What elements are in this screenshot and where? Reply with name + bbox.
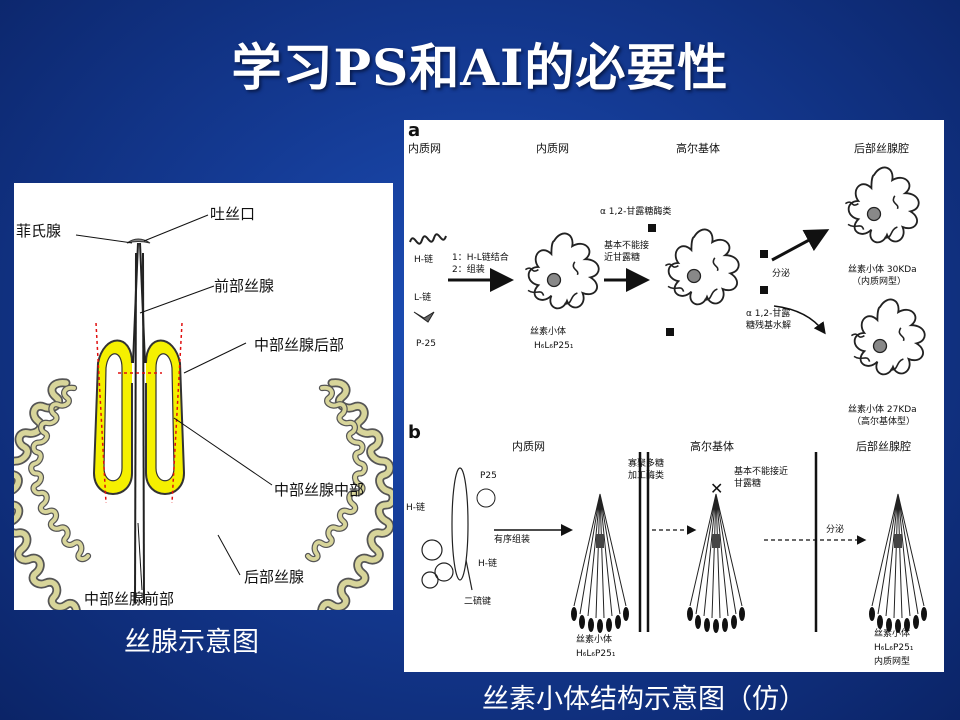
fibroin-bundle-er [571, 494, 629, 633]
left-caption: 丝腺示意图 [124, 620, 259, 659]
blocked-x-icon: ✕ [710, 479, 723, 498]
glycan-enzymes-1: 寡聚多糖 [628, 457, 664, 469]
result-top-1: 丝素小体 30KDa [848, 263, 917, 275]
disulfide-label: 二硫键 [464, 595, 491, 607]
label-middle-anterior: 中部丝腺前部 [84, 590, 174, 608]
panel-b-header-er: 内质网 [512, 439, 545, 453]
slide-title: 学习PS和AI的必要性 [0, 28, 960, 100]
panel-a-header-er2: 内质网 [536, 141, 569, 155]
panel-a-header-golgi: 高尔基体 [676, 141, 720, 155]
no-access-a-1: 基本不能接 [604, 239, 649, 251]
hydrolysis-2: 糖残基水解 [746, 319, 791, 331]
hydrolysis-1: α 1,2-甘露 [746, 307, 790, 319]
arrow-secrete-up [772, 232, 824, 260]
secretion-label-a: 分泌 [772, 267, 790, 279]
fibroin-unit-30kda [845, 167, 918, 242]
p25-icon [477, 489, 495, 507]
unit-right-2: H₆L₆P25₁ [874, 643, 914, 653]
label-h-chain-b: H-链 [406, 501, 425, 513]
label-feishi-gland: 菲氏腺 [16, 222, 61, 240]
label-l-chain-a: L-链 [414, 291, 431, 303]
label-middle-middle: 中部丝腺中部 [274, 481, 364, 499]
unit-left-1: 丝素小体 [576, 633, 612, 645]
posterior-gland-left [14, 383, 86, 610]
no-access-b-2: 甘露糖 [734, 477, 761, 489]
panel-b-letter: b [408, 422, 421, 443]
enzyme-icon [648, 224, 656, 232]
posterior-gland-right-inner [308, 388, 365, 559]
unit-right-1: 丝素小体 [874, 627, 910, 639]
fibroin-unit-golgi [665, 229, 738, 304]
panel-b-header-lumen: 后部丝腺腔 [856, 439, 911, 453]
fibroin-bundle-golgi [687, 494, 745, 633]
h-chain-icon [410, 234, 446, 243]
fibroin-unit-diagram: a 内质网 内质网 高尔基体 后部丝腺腔 H-链 L-链 P-25 1：H-L链… [404, 120, 944, 672]
label-h-chain-a: H-链 [414, 253, 433, 265]
ordered-assembly-label: 有序组装 [494, 533, 530, 545]
enzyme-icon-4 [760, 286, 768, 294]
label-posterior-gland: 后部丝腺 [244, 568, 304, 586]
label-middle-posterior: 中部丝腺后部 [254, 336, 344, 354]
step-line-1: 1：H-L链结合 [452, 251, 509, 263]
unit-left-2: H₆L₆P25₁ [576, 649, 616, 659]
label-anterior-gland: 前部丝腺 [214, 277, 274, 295]
unit-right-3: 内质网型 [874, 655, 910, 667]
enzyme-icon-3 [760, 250, 768, 258]
mannosidase-label: α 1,2-甘露糖酶类 [600, 205, 671, 217]
result-top-2: （内质网型） [852, 275, 906, 287]
secretion-label-b: 分泌 [826, 523, 844, 535]
label-p25-b: P25 [480, 471, 497, 481]
silk-gland-diagram: 菲氏腺 吐丝口 前部丝腺 中部丝腺后部 中部丝腺中部 后部丝腺 中部丝腺前部 [14, 183, 393, 610]
result-bottom-2: （高尔基体型） [852, 415, 915, 427]
label-p25-a: P-25 [416, 339, 436, 349]
unit-name-a: 丝素小体 [530, 325, 566, 337]
no-access-b-1: 基本不能接近 [734, 465, 788, 477]
middle-gland-left [94, 341, 132, 495]
label-spinneret: 吐丝口 [210, 205, 255, 223]
result-bottom-1: 丝素小体 27KDa [848, 403, 917, 415]
unit-formula-a: H₆L₆P25₁ [534, 341, 574, 351]
right-caption: 丝素小体结构示意图（仿） [482, 677, 806, 716]
enzyme-icon-2 [666, 328, 674, 336]
glycan-enzymes-2: 加工酶类 [628, 469, 664, 481]
panel-a-letter: a [408, 120, 420, 141]
step-line-2: 2：组装 [452, 263, 485, 275]
silk-gland-svg: 菲氏腺 吐丝口 前部丝腺 中部丝腺后部 中部丝腺中部 后部丝腺 中部丝腺前部 [14, 183, 393, 610]
label-h-chain-b2: H-链 [478, 557, 497, 569]
fibroin-bundle-lumen [869, 494, 927, 633]
panel-a-header-lumen: 后部丝腺腔 [854, 141, 909, 155]
panel-b-header-golgi: 高尔基体 [690, 439, 734, 453]
no-access-a-2: 近甘露糖 [604, 251, 640, 263]
fibroin-unit-er [525, 233, 598, 308]
l-chain-icon [414, 312, 434, 322]
middle-gland-right [146, 341, 184, 495]
fibroin-unit-svg: a 内质网 内质网 高尔基体 后部丝腺腔 H-链 L-链 P-25 1：H-L链… [404, 120, 944, 672]
posterior-gland-left-inner [31, 388, 88, 559]
fibroin-unit-27kda [851, 299, 924, 374]
anterior-ducts [133, 243, 145, 603]
panel-a-header-er1: 内质网 [408, 141, 441, 155]
h-chain-assembly [422, 468, 472, 590]
